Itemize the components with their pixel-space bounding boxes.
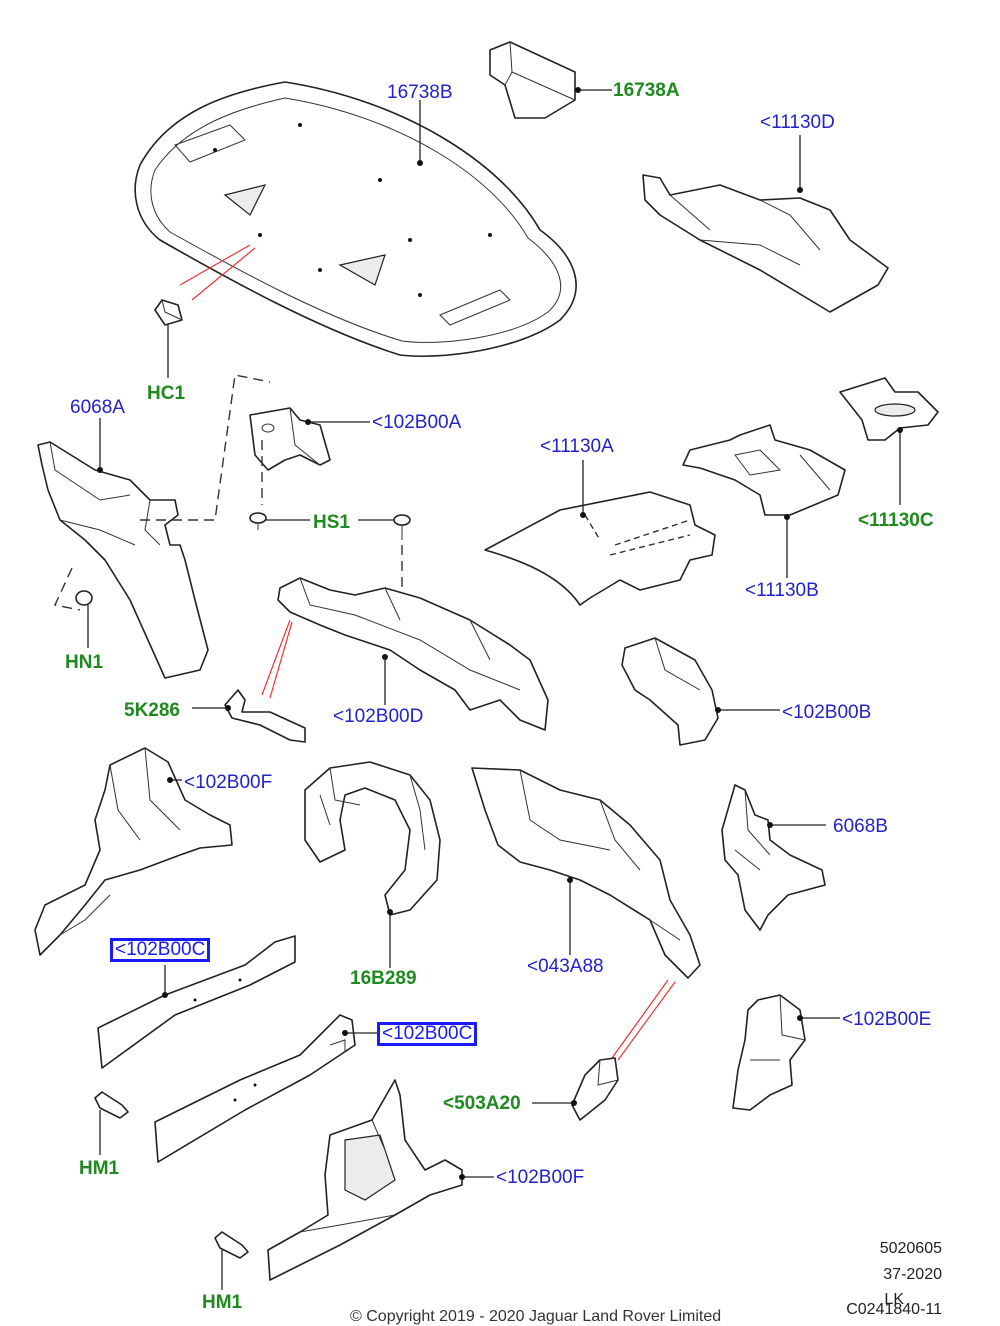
footer-code-2: 37-2020	[883, 1266, 942, 1283]
label-102B00B: <102B00B	[782, 702, 872, 723]
part-102B00F-lower-trim	[267, 1079, 463, 1281]
part-16738B-lid-liner	[134, 81, 577, 358]
label-043A88: <043A88	[527, 956, 604, 977]
part-5K286-bracket	[224, 689, 306, 743]
label-11130A: <11130A	[540, 436, 614, 457]
label-16738A: 16738A	[613, 80, 680, 101]
label-6068A: 6068A	[70, 397, 125, 418]
label-102B00D: <102B00D	[333, 706, 424, 727]
label-102B00F-bottom: <102B00F	[496, 1167, 585, 1188]
label-11130C: <11130C	[858, 510, 934, 531]
label-503A20: <503A20	[443, 1093, 521, 1114]
part-11130D-trim	[642, 174, 889, 313]
part-503A20-bracket	[571, 1057, 619, 1121]
label-16B289: 16B289	[350, 968, 417, 989]
part-16B289-wheel-arch	[304, 761, 441, 916]
copyright-notice: © Copyright 2019 - 2020 Jaguar Land Rove…	[350, 1308, 722, 1325]
part-11130B-panel	[682, 424, 846, 516]
part-HM1-upper-fastener	[94, 1091, 129, 1119]
label-102B00A: <102B00A	[372, 412, 462, 433]
part-HM1-lower-fastener	[214, 1231, 249, 1259]
part-HN1-nut	[75, 590, 93, 606]
label-102B00C-lower: <102B00C	[377, 1022, 478, 1046]
label-HN1: HN1	[65, 652, 104, 673]
part-102B00C-upper-strip	[97, 935, 296, 1069]
part-6068B-trim	[721, 784, 826, 931]
footer-code-3: LK	[884, 1291, 904, 1308]
footer-code-4: C0241840-11	[846, 1301, 942, 1318]
label-5K286: 5K286	[124, 700, 180, 721]
part-102B00B-bracket	[621, 637, 719, 746]
part-102B00D-panel	[277, 577, 549, 731]
part-16738A-bracket	[489, 41, 576, 119]
label-6068B: 6068B	[833, 816, 888, 837]
footer-code-1: 5020605	[879, 1240, 942, 1257]
label-11130D: <11130D	[760, 112, 835, 133]
part-102B00F-upper-trim	[34, 747, 233, 956]
label-11130B: <11130B	[745, 580, 819, 601]
part-HS1-screws	[249, 512, 411, 540]
part-6068A-side-trim	[37, 441, 209, 679]
label-HS1: HS1	[313, 512, 350, 533]
part-102B00C-lower-strip	[154, 1014, 356, 1163]
part-102B00E-bracket	[732, 994, 806, 1111]
label-102B00E: <102B00E	[842, 1009, 932, 1030]
part-HC1-clip	[154, 299, 183, 326]
part-11130A-floor-panel	[484, 491, 716, 606]
label-HC1: HC1	[147, 383, 186, 404]
part-11130C-panel	[839, 377, 939, 441]
part-043A88-side-panel	[471, 767, 701, 979]
label-16738B: 16738B	[387, 82, 453, 103]
label-102B00C-upper: <102B00C	[110, 938, 211, 962]
label-102B00F-top: <102B00F	[184, 772, 273, 793]
label-HM1-bottom: HM1	[202, 1292, 243, 1313]
label-HM1-top: HM1	[79, 1158, 120, 1179]
